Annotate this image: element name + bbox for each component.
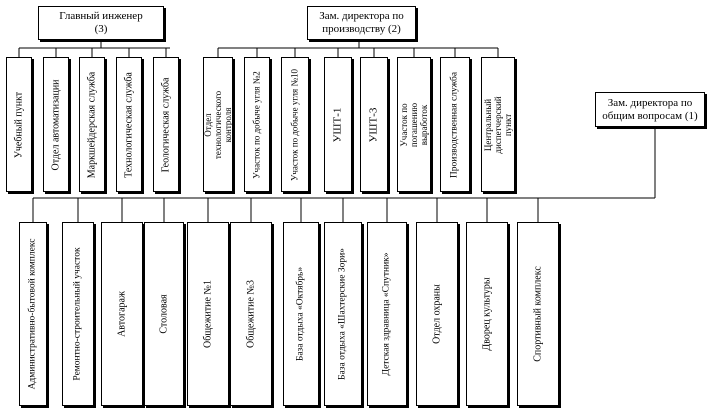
unit-label: Спортивный комплекс <box>532 266 544 362</box>
unit-box-security: Отдел охраны <box>416 222 458 406</box>
unit-label: Отдел технологического контроля <box>203 90 233 159</box>
unit-label: База отдыха «Шахтерские Зори» <box>337 248 348 380</box>
unit-label: Участок по погашению выработок <box>399 102 429 147</box>
unit-label: Участок по добыче угля №2 <box>251 70 262 179</box>
unit-box-repair-site: Ремонтно-строительный участок <box>62 222 94 406</box>
deputy-production-label: Зам. директора по производству (2) <box>319 10 404 35</box>
unit-box-admin-complex: Административно-бытовой комплекс <box>19 222 47 406</box>
deputy-general-box: Зам. директора по общим вопросам (1) <box>595 92 705 127</box>
unit-box-production-service: Производственная служба <box>440 57 470 192</box>
unit-box-tech-control: Отдел технологического контроля <box>203 57 233 192</box>
unit-box-sports-complex: Спортивный комплекс <box>517 222 559 406</box>
unit-label: База отдыха «Октябрь» <box>295 266 306 362</box>
unit-box-geology: Геологическая служба <box>153 57 179 192</box>
unit-label: Общежитие №1 <box>202 280 214 348</box>
unit-label: Административно-бытовой комплекс <box>27 238 38 390</box>
unit-label: Геологическая служба <box>160 77 172 172</box>
unit-box-culture-palace: Дворец культуры <box>466 222 508 406</box>
unit-label: Автогараж <box>116 291 128 337</box>
unit-box-usht-3: УШТ-3 <box>360 57 388 192</box>
unit-label: Технологическая служба <box>123 71 135 178</box>
unit-box-resort-zori: База отдыха «Шахтерские Зори» <box>324 222 362 406</box>
unit-label: Отдел охраны <box>431 284 443 344</box>
unit-box-automation: Отдел автоматизации <box>43 57 69 192</box>
unit-box-children-sputnik: Детская здравница «Спутник» <box>367 222 407 406</box>
deputy-general-label: Зам. директора по общим вопросам (1) <box>602 96 698 122</box>
unit-label: Участок по добыче угля №10 <box>289 68 300 181</box>
unit-box-technology: Технологическая служба <box>116 57 142 192</box>
unit-label: Ремонтно-строительный участок <box>72 247 83 381</box>
unit-box-training: Учебный пункт <box>6 57 32 192</box>
unit-box-canteen: Столовая <box>144 222 184 406</box>
chief-engineer-box: Главный инженер (3) <box>38 6 164 40</box>
unit-label: Общежитие №3 <box>245 280 257 348</box>
unit-label: Маркшейдерская служба <box>86 71 98 178</box>
unit-box-survey: Маркшейдерская служба <box>79 57 105 192</box>
unit-label: Центральный диспетчерский пункт <box>483 95 513 154</box>
chief-engineer-label: Главный инженер (3) <box>59 10 143 35</box>
unit-box-dorm-3: Общежитие №3 <box>230 222 272 406</box>
unit-label: Дворец культуры <box>481 277 493 351</box>
unit-box-mining-2: Участок по добыче угля №2 <box>244 57 270 192</box>
unit-box-resort-october: База отдыха «Октябрь» <box>283 222 319 406</box>
unit-label: Детская здравница «Спутник» <box>381 252 392 376</box>
unit-label: Отдел автоматизации <box>50 78 62 171</box>
unit-box-dorm-1: Общежитие №1 <box>187 222 229 406</box>
unit-label: Столовая <box>158 294 170 334</box>
unit-label: Учебный пункт <box>13 91 25 158</box>
unit-box-mining-10: Участок по добыче угля №10 <box>281 57 309 192</box>
unit-label: УШТ-1 <box>331 107 344 142</box>
unit-label: УШТ-3 <box>367 107 380 142</box>
deputy-production-box: Зам. директора по производству (2) <box>307 6 416 40</box>
unit-box-usht-1: УШТ-1 <box>324 57 352 192</box>
unit-box-decommission: Участок по погашению выработок <box>397 57 431 192</box>
unit-label: Производственная служба <box>449 71 460 178</box>
unit-box-dispatch: Центральный диспетчерский пункт <box>481 57 515 192</box>
unit-box-garage: Автогараж <box>101 222 143 406</box>
